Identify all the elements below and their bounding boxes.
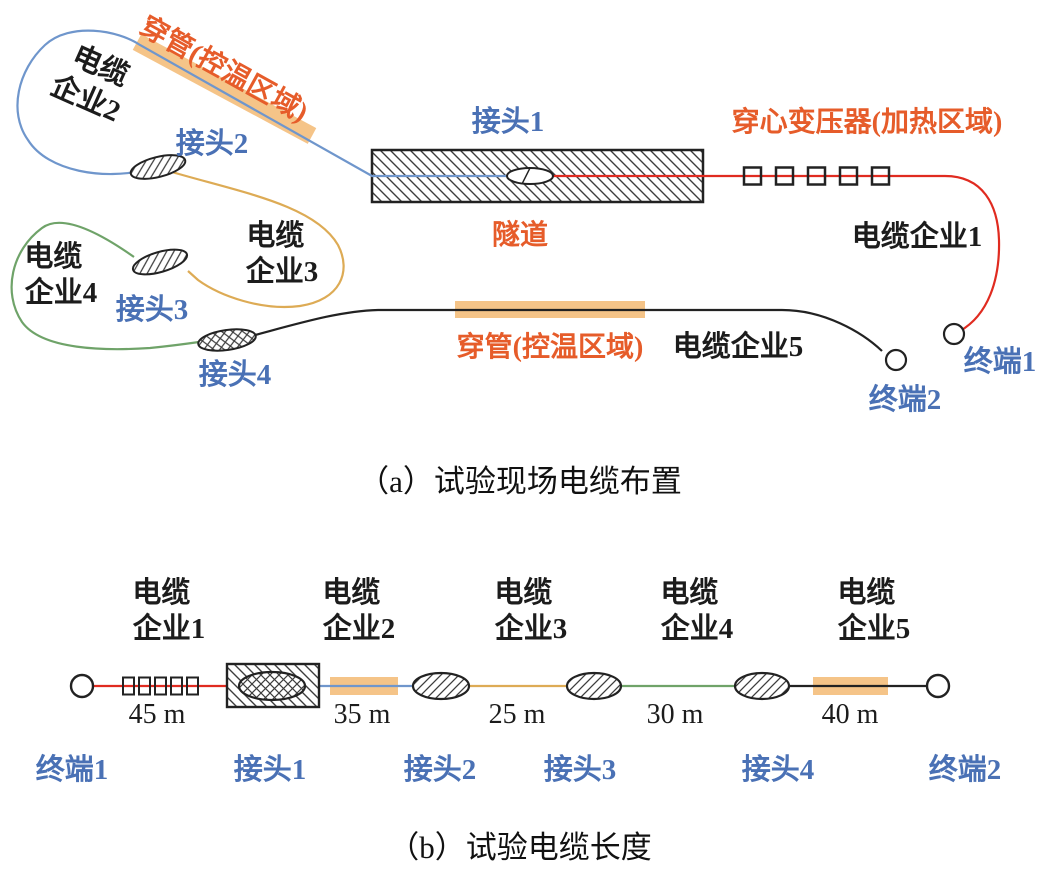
joint-2-symbol-b [411,671,471,701]
label-length-45m: 45 m [129,699,186,730]
label-company3: 电缆 企业3 [246,219,319,288]
cable-company4-green [10,221,200,351]
label-b-joint1: 接头1 [234,753,307,786]
label-pipe-zone-bottom: 穿管(控温区域) [457,330,644,363]
caption-b: （b）试验电缆长度 [388,830,652,865]
joint-1-symbol-b [225,662,321,709]
caption-a: （a）试验现场电缆布置 [358,464,682,499]
terminal-2-symbol-b [925,673,951,699]
diagram-a: 穿管(控温区域) 电缆 企业2 接头2 接头1 穿心变压器(加热区域) 隧道 电… [10,9,1037,499]
diagram-b: 电缆 企业1 电缆 企业2 电缆 企业3 电缆 企业4 电缆 企业5 45 m … [36,576,1002,865]
label-tunnel: 隧道 [492,218,548,251]
joint-1-symbol [506,167,554,185]
label-terminal1: 终端1 [964,345,1037,378]
label-length-25m: 25 m [489,699,546,730]
label-joint2: 接头2 [176,127,249,160]
label-b-company1: 电缆 企业1 [132,576,205,645]
joint-4-symbol-b [733,671,791,701]
transformer-cores-b [122,676,199,696]
label-length-35m: 35 m [334,699,391,730]
label-company1: 电缆企业1 [852,219,983,253]
label-length-30m: 30 m [647,699,704,730]
label-company5: 电缆企业5 [673,329,804,363]
terminal-1-symbol-b [69,673,95,699]
label-terminal2: 终端2 [869,383,942,416]
terminal-2-symbol [884,348,908,372]
cable-company3-yellow [171,170,345,308]
label-joint4: 接头4 [199,358,272,391]
label-b-joint4: 接头4 [742,753,815,786]
label-length-40m: 40 m [822,699,879,730]
label-b-company5: 电缆 企业5 [837,576,910,645]
label-b-terminal1: 终端1 [36,753,109,786]
joint-4-symbol [197,328,257,352]
terminal-1-symbol [942,322,966,346]
label-company4: 电缆 企业4 [24,240,97,309]
label-b-company2: 电缆 企业2 [322,576,395,645]
label-b-joint2: 接头2 [404,753,477,786]
joint-3-symbol-b [565,671,623,701]
pipe-zone-band-top [132,34,317,144]
label-joint1: 接头1 [472,105,545,138]
label-b-terminal2: 终端2 [929,753,1002,786]
label-joint3: 接头3 [116,293,189,326]
cable-company5-black [254,308,883,352]
transformer-cores [742,166,891,186]
label-b-joint3: 接头3 [544,753,617,786]
label-b-company4: 电缆 企业4 [660,576,733,645]
cable-company1-red [530,174,1001,332]
label-transformer-zone: 穿心变压器(加热区域) [732,105,1003,138]
label-b-company3: 电缆 企业3 [494,576,567,645]
cable-company2-blue [16,29,520,178]
joint-2-symbol [129,154,187,180]
joint-3-symbol [131,248,189,276]
